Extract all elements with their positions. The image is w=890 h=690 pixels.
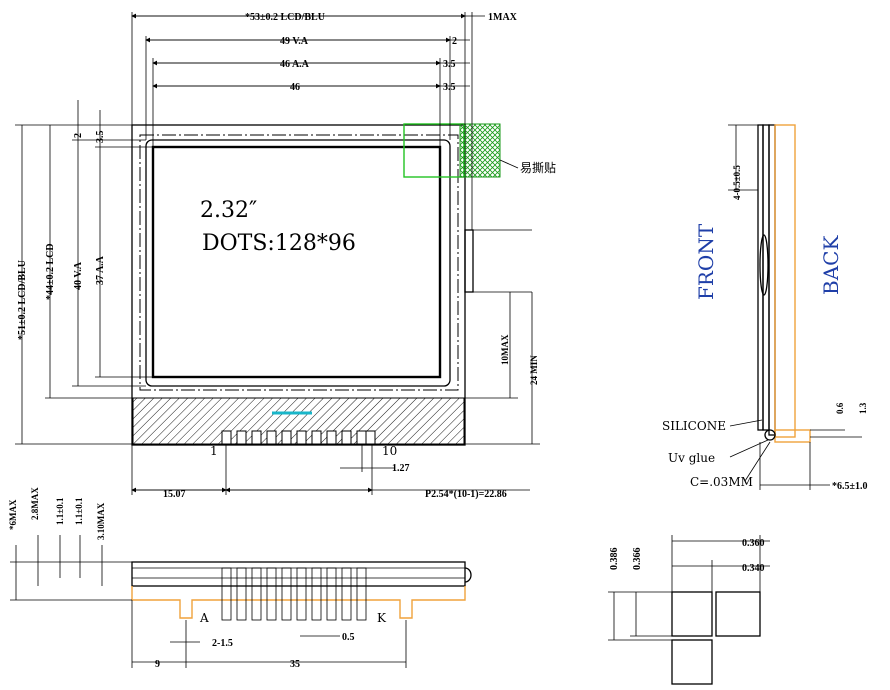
dim-left-offset: 15.07 <box>163 489 186 500</box>
sticker-label: 易撕贴 <box>520 161 556 175</box>
dim-va-height: 40 V.A <box>73 261 84 290</box>
dim-top-2: 2 <box>73 133 84 138</box>
dim-aa-gap: 3.5 <box>443 59 456 70</box>
pin-1-label: 1 <box>210 444 218 458</box>
bottom-view: A K *6MAX 2.8MAX 1.1±0.1 1.1±0.1 3.10MAX… <box>8 487 472 670</box>
bottom-pins <box>221 567 367 621</box>
dim-2-1-5: 2-1.5 <box>212 638 233 649</box>
back-label: BACK <box>819 235 843 295</box>
dim-46-gap: 3.5 <box>443 82 456 93</box>
cathode-label: K <box>377 611 387 625</box>
dim-aa-width: 46 A.A <box>280 59 310 70</box>
dim-top-3-5: 3.5 <box>95 131 106 144</box>
pin-10-label: 10 <box>382 444 397 458</box>
dim-lcd-height: *51±0.2 LCD/BLU <box>17 260 28 340</box>
dim-1-1-a: 1.1±0.1 <box>55 497 65 525</box>
dim-9: 9 <box>155 659 160 670</box>
side-view: FRONT BACK 4-0.5±0.5 SILICONE Uv glue C=… <box>662 124 868 492</box>
dim-va-gap: 2 <box>452 36 457 47</box>
dim-0-366: 0.366 <box>632 548 643 571</box>
pixel-detail: 0.360 0.340 0.386 0.366 <box>608 535 770 685</box>
dim-pitch: 1.27 <box>392 463 410 474</box>
front-view: 易撕贴 2.32″ DOTS:128*96 *53±0.2 LCD/BLU 1M… <box>15 12 556 500</box>
dim-1-1-b: 1.1±0.1 <box>74 497 84 525</box>
dim-aa-height: 37 A.A <box>95 255 106 285</box>
dim-lcd-height-2: *44±0.2 LCD <box>45 243 56 300</box>
dim-1max: 1MAX <box>488 12 518 23</box>
dim-10max: 10MAX <box>500 334 510 365</box>
dim-va-width: 49 V.A <box>280 36 309 47</box>
front-label: FRONT <box>694 223 718 300</box>
dim-35: 35 <box>290 659 300 670</box>
dim-lcd-width: *53±0.2 LCD/BLU <box>245 12 325 23</box>
dots-label: DOTS:128*96 <box>202 231 356 256</box>
dim-6max: *6MAX <box>8 499 18 530</box>
dim-3-10max: 3.10MAX <box>96 502 106 540</box>
dim-0-6: 0.6 <box>835 402 845 414</box>
size-label: 2.32″ <box>200 198 257 223</box>
pin-row <box>221 430 376 445</box>
dim-2-8max: 2.8MAX <box>30 487 40 520</box>
dim-tab: 4-0.5±0.5 <box>732 165 742 200</box>
dim-pin-span: P2.54*(10-1)=22.86 <box>425 489 507 500</box>
dim-0-360: 0.360 <box>742 538 765 549</box>
anode-label: A <box>199 611 209 625</box>
uv-glue-label: Uv glue <box>668 451 715 465</box>
chamfer-label: C=.03MM <box>690 475 753 489</box>
dim-24min: 24 MIN <box>529 355 539 385</box>
dim-0-5: 0.5 <box>342 632 355 643</box>
dim-thickness: *6.5±1.0 <box>832 481 868 492</box>
dim-0-386: 0.386 <box>609 548 620 571</box>
silicone-label: SILICONE <box>662 419 726 433</box>
dim-1-3: 1.3 <box>858 402 868 414</box>
dim-46: 46 <box>290 82 300 93</box>
dim-0-340: 0.340 <box>742 563 765 574</box>
